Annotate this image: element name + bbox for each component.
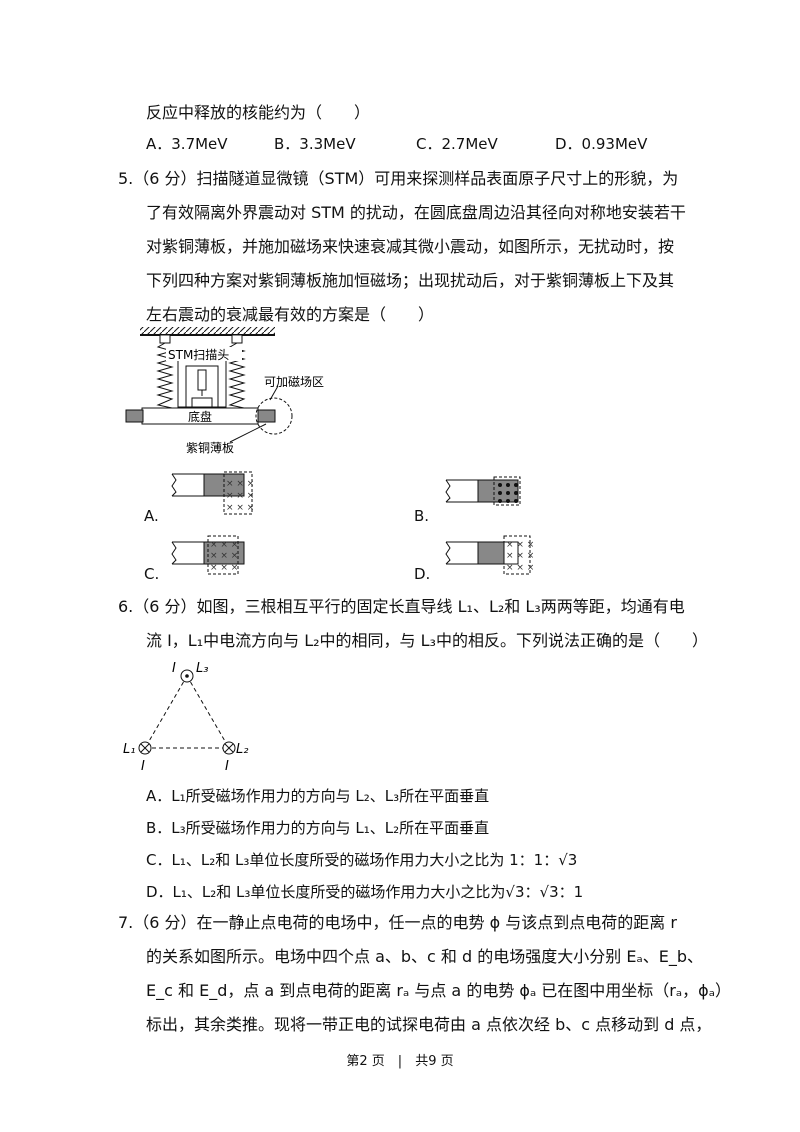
wires-triangle-figure: I L₃ L₁ I L₂ I	[123, 661, 248, 774]
page-footer: 第2 页 | 共9 页	[346, 1054, 454, 1069]
q5-option-d-label: D.	[414, 565, 431, 583]
q5-line-1: 5.（6 分）扫描隧道显微镜（STM）可用来探测样品表面原子尺寸上的形貌，为	[118, 169, 679, 188]
l3-label: L₃	[196, 661, 208, 676]
stm-figure: STM扫描头 底盘 可加磁场区 紫铜薄板	[125, 327, 324, 455]
copper-plate-label: 紫铜薄板	[186, 440, 234, 455]
stm-head-label: STM扫描头	[168, 348, 229, 362]
ceiling-hatch	[140, 327, 275, 335]
svg-text:× × ×: × × ×	[210, 540, 238, 550]
svg-text:× × ×: × × ×	[506, 551, 534, 561]
q4-option-b: B．3.3MeV	[274, 135, 356, 153]
q5-option-c-label: C.	[144, 565, 160, 583]
q7-line-1: 7.（6 分）在一静止点电荷的电场中，任一点的电势 ϕ 与该点到点电荷的距离 r	[118, 913, 677, 932]
top-current-label: I	[172, 661, 176, 676]
left-spring	[156, 342, 174, 403]
l2-current-label: I	[225, 759, 229, 774]
q5-option-b-label: B.	[414, 507, 430, 525]
base-label: 底盘	[188, 409, 212, 424]
q6-line-2: 流 I，L₁中电流方向与 L₂中的相同，与 L₃中的相反。下列说法正确的是（ ）	[146, 631, 708, 650]
q6-option-a: A．L₁所受磁场作用力的方向与 L₂、L₃所在平面垂直	[146, 787, 490, 805]
svg-text:× × ×: × × ×	[226, 479, 254, 489]
q6-line-1: 6.（6 分）如图，三根相互平行的固定长直导线 L₁、L₂和 L₃两两等距，均通…	[118, 597, 685, 616]
q5-option-d-figure: × × × × × × × × ×	[445, 535, 534, 575]
q6-option-d: D．L₁、L₂和 L₃单位长度所受的磁场作用力大小之比为√3：√3：1	[146, 883, 584, 901]
svg-text:× × ×: × × ×	[506, 563, 534, 573]
magnet-area-circle	[255, 397, 293, 435]
svg-text:× × ×: × × ×	[226, 503, 254, 513]
q4-option-d: D．0.93MeV	[555, 135, 648, 153]
q4-option-a: A．3.7MeV	[146, 135, 228, 153]
q5-option-c-figure: × × × × × × × × ×	[171, 535, 245, 575]
q5-option-a-figure: × × × × × × × × ×	[171, 471, 254, 515]
q7-line-2: 的关系如图所示。电场中四个点 a、b、c 和 d 的电场强度大小分别 Eₐ、E_…	[146, 947, 703, 966]
q5-option-a-label: A.	[144, 507, 159, 525]
q5-option-b-figure	[445, 476, 521, 506]
svg-text:× × ×: × × ×	[210, 551, 238, 561]
svg-text:× × ×: × × ×	[210, 563, 238, 573]
l2-label: L₂	[236, 742, 248, 757]
q5-line-5: 左右震动的衰减最有效的方案是（ ）	[146, 305, 435, 324]
q7-line-3: E_c 和 E_d，点 a 到点电荷的距离 rₐ 与点 a 的电势 ϕₐ 已在图…	[146, 981, 731, 1000]
copper-plate-right	[257, 409, 276, 423]
q7-line-4: 标出，其余类推。现将一带正电的试探电荷由 a 点依次经 b、c 点移动到 d 点…	[146, 1015, 712, 1034]
l1-current-label: I	[141, 759, 145, 774]
q5-line-2: 了有效隔离外界震动对 STM 的扰动，在圆底盘周边沿其径向对称地安装若干	[146, 203, 686, 222]
svg-text:× × ×: × × ×	[506, 540, 534, 550]
q6-option-b: B．L₃所受磁场作用力的方向与 L₁、L₂所在平面垂直	[146, 819, 490, 837]
copper-plate-left	[125, 409, 144, 423]
q4-tail-text: 反应中释放的核能约为（ ）	[146, 103, 371, 122]
q5-line-4: 下列四种方案对紫铜薄板施加恒磁场；出现扰动后，对于紫铜薄板上下及其	[146, 271, 675, 290]
q6-option-c: C．L₁、L₂和 L₃单位长度所受的磁场作用力大小之比为 1：1：√3	[146, 851, 578, 869]
magnet-area-label: 可加磁场区	[264, 374, 324, 389]
l1-label: L₁	[123, 742, 135, 757]
svg-text:× × ×: × × ×	[226, 491, 254, 501]
q5-line-3: 对紫铜薄板，并施加磁场来快速衰减其微小震动，如图所示，无扰动时，按	[146, 237, 675, 256]
q4-option-c: C．2.7MeV	[416, 135, 498, 153]
